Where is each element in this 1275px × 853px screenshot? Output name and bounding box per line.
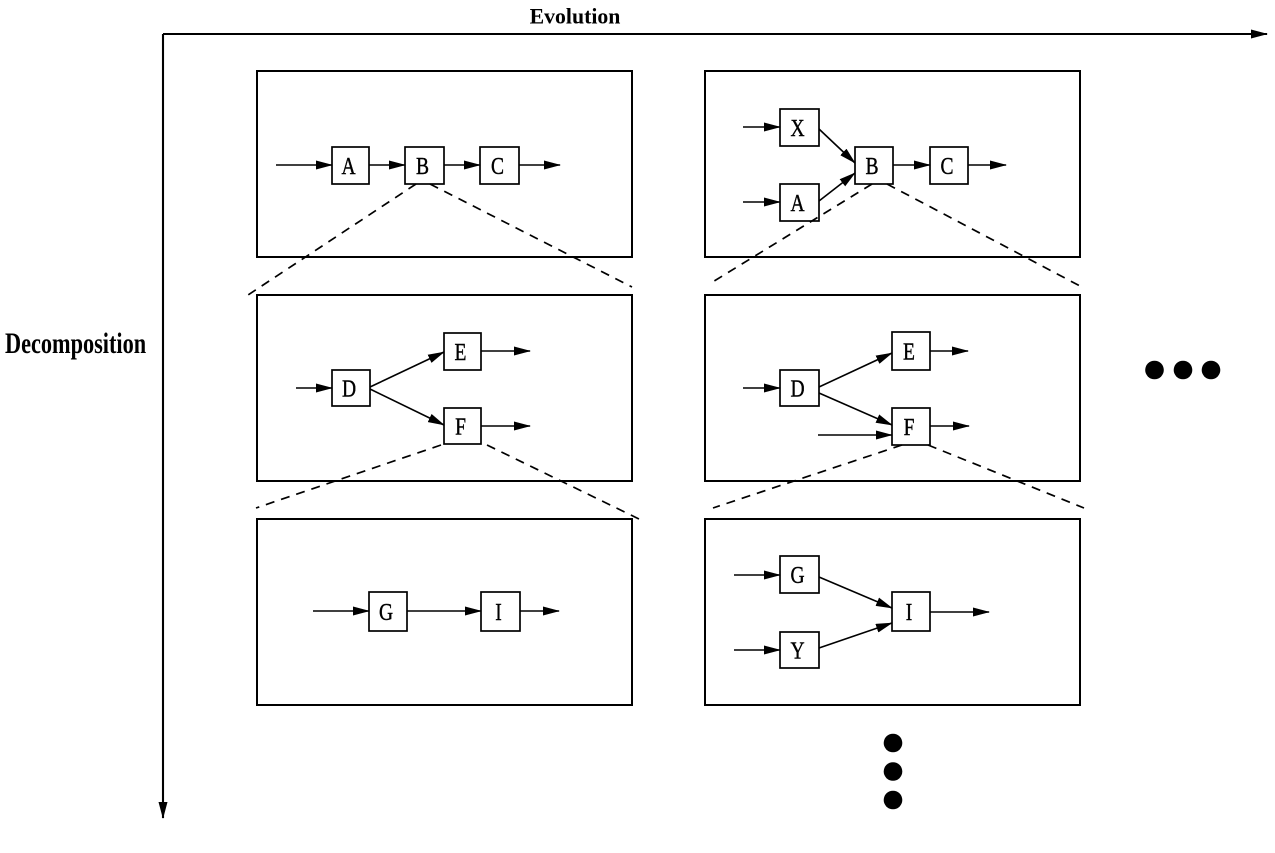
svg-text:C: C xyxy=(940,152,953,180)
svg-text:Y: Y xyxy=(790,636,804,664)
svg-text:F: F xyxy=(904,413,915,441)
svg-text:E: E xyxy=(455,338,467,366)
svg-text:C: C xyxy=(491,152,504,180)
svg-text:G: G xyxy=(790,561,804,589)
svg-text:D: D xyxy=(342,374,356,402)
svg-text:F: F xyxy=(455,412,466,440)
svg-text:A: A xyxy=(790,189,804,217)
svg-text:Decomposition: Decomposition xyxy=(5,327,146,360)
svg-text:G: G xyxy=(379,598,393,626)
svg-text:I: I xyxy=(495,598,502,626)
svg-text:D: D xyxy=(790,374,804,402)
svg-text:I: I xyxy=(906,598,913,626)
svg-text:Evolution: Evolution xyxy=(530,4,621,28)
svg-text:A: A xyxy=(341,152,355,180)
svg-text:X: X xyxy=(790,114,804,142)
svg-text:E: E xyxy=(903,337,915,365)
svg-text:B: B xyxy=(416,152,429,180)
svg-text:B: B xyxy=(865,152,878,180)
